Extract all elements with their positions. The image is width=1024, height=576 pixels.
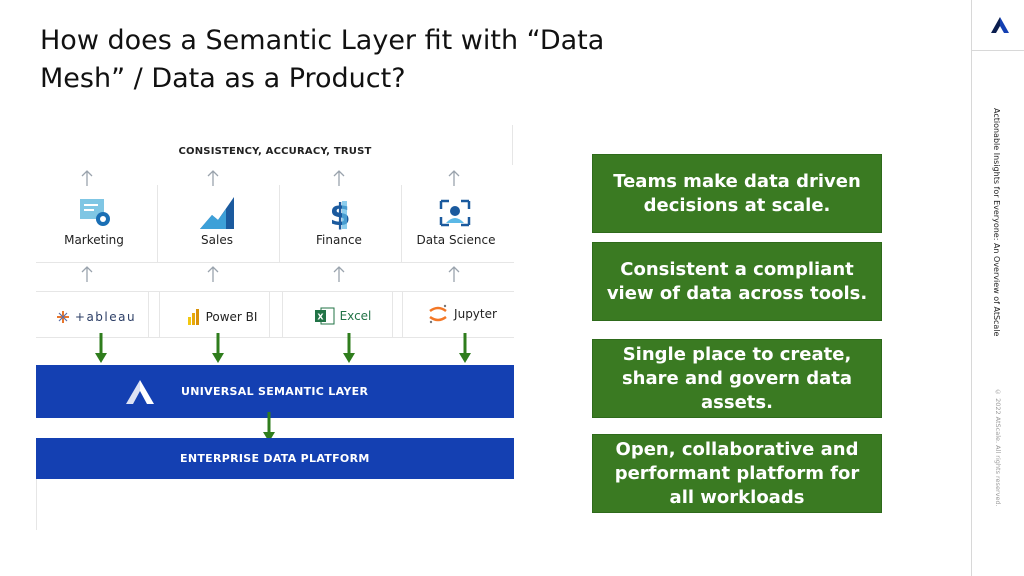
sidebar: [971, 0, 1024, 576]
consistency-label: CONSISTENCY, ACCURACY, TRUST: [178, 146, 372, 157]
powerbi-logo: Power BI: [172, 305, 272, 329]
divider: [512, 125, 513, 165]
data-science-icon: [439, 199, 471, 227]
divider: [36, 291, 514, 292]
divider: [282, 291, 283, 337]
finance-icon: $: [330, 198, 351, 233]
enterprise-platform-label: ENTERPRISE DATA PLATFORM: [180, 452, 370, 465]
sales-icon: [200, 197, 234, 229]
divider: [148, 291, 149, 337]
atscale-logo-icon: [991, 17, 1009, 33]
powerbi-icon: [187, 309, 199, 325]
enterprise-platform-band: ENTERPRISE DATA PLATFORM: [36, 438, 514, 479]
arrow-up-icon: [81, 170, 93, 186]
benefit-box: Consistent a compliant view of data acro…: [592, 242, 882, 321]
divider: [392, 291, 393, 337]
svg-text:X: X: [317, 313, 324, 322]
divider: [401, 185, 402, 263]
category-label: Finance: [316, 233, 362, 247]
divider: [36, 479, 37, 530]
category-label: Data Science: [416, 233, 496, 247]
tableau-icon: [56, 311, 69, 323]
sidebar-copyright: © 2022 AtScale. All rights reserved.: [994, 388, 1002, 507]
tool-label: Power BI: [205, 310, 258, 324]
sidebar-tagline: Actionable Insights for Everyone: An Ove…: [992, 108, 1001, 337]
arrow-down-icon: [95, 333, 107, 363]
divider: [159, 291, 160, 337]
jupyter-icon: [429, 304, 447, 324]
divider: [279, 185, 280, 263]
marketing-icon: [80, 199, 110, 226]
divider: [157, 185, 158, 263]
jupyter-logo: Jupyter: [414, 302, 510, 326]
category-label: Sales: [201, 233, 233, 247]
excel-logo: X Excel: [298, 304, 388, 328]
arrow-down-icon: [263, 412, 275, 442]
tool-label: Excel: [339, 309, 372, 323]
slide-title: How does a Semantic Layer fit with “Data…: [40, 25, 605, 94]
excel-icon: X: [314, 307, 335, 325]
semantic-layer-diagram: CONSISTENCY, ACCURACY, TRUST $ Marketing…: [36, 125, 514, 530]
tableau-logo: +ableau: [44, 305, 148, 329]
sidebar-divider: [972, 50, 1024, 51]
benefit-box: Teams make data driven decisions at scal…: [592, 154, 882, 233]
arrow-down-icon: [343, 333, 355, 363]
arrow-up-icon: [448, 266, 460, 282]
divider: [36, 262, 514, 263]
arrow-up-icon: [333, 266, 345, 282]
divider: [36, 337, 514, 338]
divider: [269, 291, 270, 337]
arrow-up-icon: [333, 170, 345, 186]
arrow-down-icon: [459, 333, 471, 363]
tool-label: Jupyter: [454, 307, 497, 321]
arrow-up-icon: [448, 170, 460, 186]
atscale-logo-icon: [126, 380, 154, 404]
svg-text:$: $: [330, 198, 351, 233]
arrow-up-icon: [81, 266, 93, 282]
arrow-down-icon: [212, 333, 224, 363]
category-label: Marketing: [64, 233, 124, 247]
arrow-up-icon: [207, 266, 219, 282]
arrow-up-icon: [207, 170, 219, 186]
benefit-box: Open, collaborative and performant platf…: [592, 434, 882, 513]
divider: [402, 291, 403, 337]
semantic-layer-band: UNIVERSAL SEMANTIC LAYER: [36, 365, 514, 418]
benefit-box: Single place to create, share and govern…: [592, 339, 882, 418]
tool-label: +ableau: [74, 310, 137, 324]
semantic-layer-label: UNIVERSAL SEMANTIC LAYER: [181, 385, 369, 398]
